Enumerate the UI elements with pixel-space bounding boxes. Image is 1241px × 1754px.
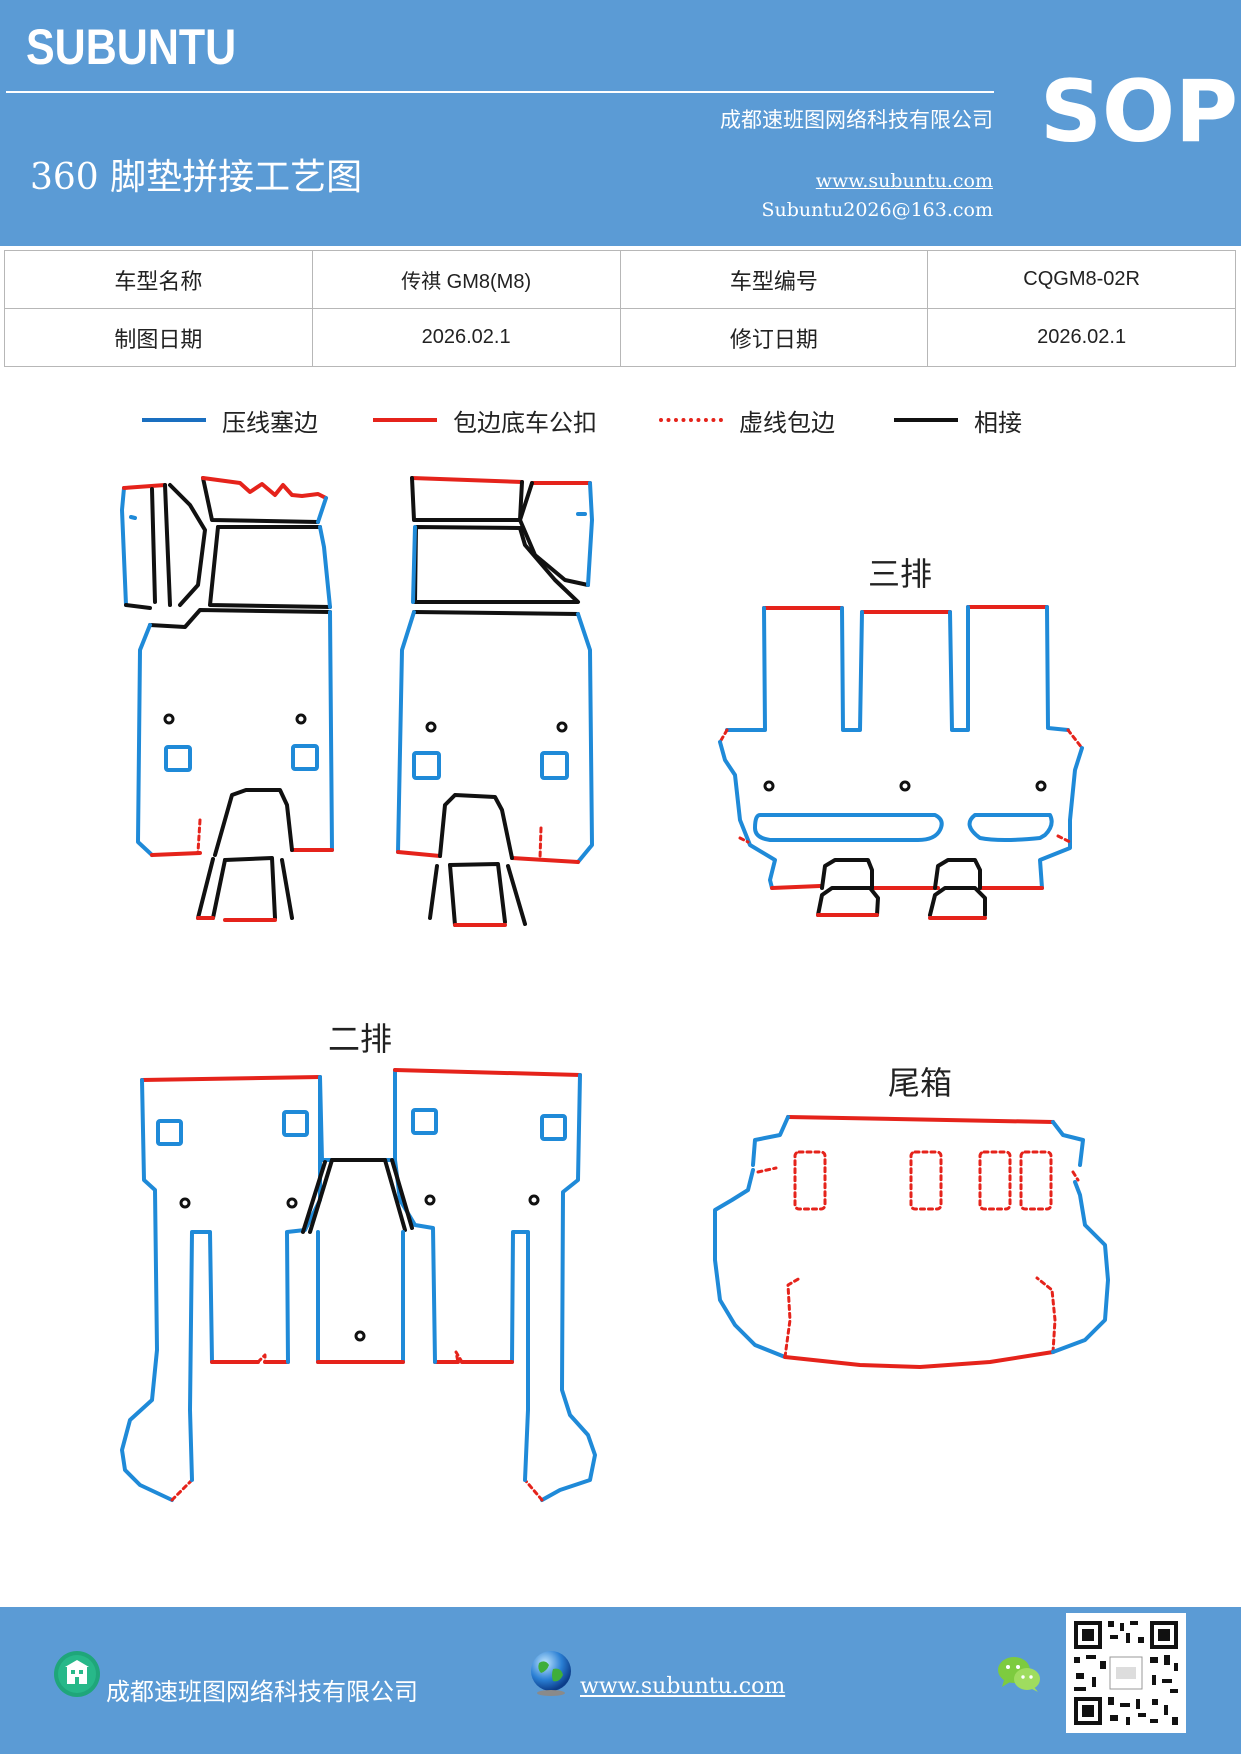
legend-swatch [373,418,437,422]
model-code-label: 车型编号 [619,250,929,309]
section-label-trunk: 尾箱 [888,1064,952,1102]
footer-company: 成都速班图网络科技有限公司 [106,1678,418,1706]
header-website-link[interactable]: www.subuntu.com [815,170,993,192]
legend-swatch [659,418,723,422]
building-icon [54,1651,100,1697]
legend-item-press-line: 压线塞边 [142,400,318,440]
header-email: Subuntu2026@163.com [761,199,993,221]
legend-label: 包边底车公扣 [453,408,597,437]
legend-item-dotted-wrap: 虚线包边 [659,400,835,440]
row2-mat [120,1068,597,1502]
footer-website-link[interactable]: www.subuntu.com [580,1674,786,1699]
draw-date-label: 制图日期 [4,308,313,367]
legend-swatch [142,418,206,422]
wechat-icon[interactable] [996,1654,1042,1694]
legend-label: 压线塞边 [222,408,318,437]
qr-code [1066,1613,1186,1733]
trunk-mat [713,1115,1110,1369]
info-table: 车型名称 传祺 GM8(M8) 车型编号 CQGM8-02R 制图日期 2026… [4,250,1236,367]
table-row: 车型名称 传祺 GM8(M8) 车型编号 CQGM8-02R [4,250,1236,309]
header-company: 成都速班图网络科技有限公司 [720,108,993,132]
header-banner: SUBUNTU 成都速班图网络科技有限公司 360 脚垫拼接工艺图 www.su… [0,0,1241,246]
legend-swatch [894,418,958,422]
draw-date-value: 2026.02.1 [311,308,621,367]
table-row: 制图日期 2026.02.1 修订日期 2026.02.1 [4,308,1236,367]
legend-item-edge-wrap: 包边底车公扣 [373,400,597,440]
page-title: 360 脚垫拼接工艺图 [30,157,363,198]
model-code-value: CQGM8-02R [927,250,1236,309]
legend-label: 相接 [974,408,1022,437]
legend-item-joined: 相接 [894,400,1022,440]
globe-icon [531,1651,571,1696]
mat-diagram: .b{stroke:#1f8ad8;stroke-width:4;fill:no… [120,476,1110,1502]
sop-badge: SOP [1040,62,1239,162]
revise-date-label: 修订日期 [619,308,929,367]
header-divider [6,91,994,93]
row3-mat [718,605,1084,920]
front-left-mat [120,476,334,922]
legend-label: 虚线包边 [739,408,835,437]
model-name-value: 传祺 GM8(M8) [311,250,621,309]
footer-banner: 成都速班图网络科技有限公司 www.subuntu.com [0,1607,1241,1754]
revise-date-value: 2026.02.1 [927,308,1236,367]
front-right-mat [396,476,594,927]
legend: 压线塞边 包边底车公扣 虚线包边 相接 [0,400,1241,440]
brand-logo: SUBUNTU [26,19,237,75]
section-label-row3: 三排 [868,555,932,593]
model-name-label: 车型名称 [4,250,313,309]
section-label-row2: 二排 [328,1020,392,1058]
